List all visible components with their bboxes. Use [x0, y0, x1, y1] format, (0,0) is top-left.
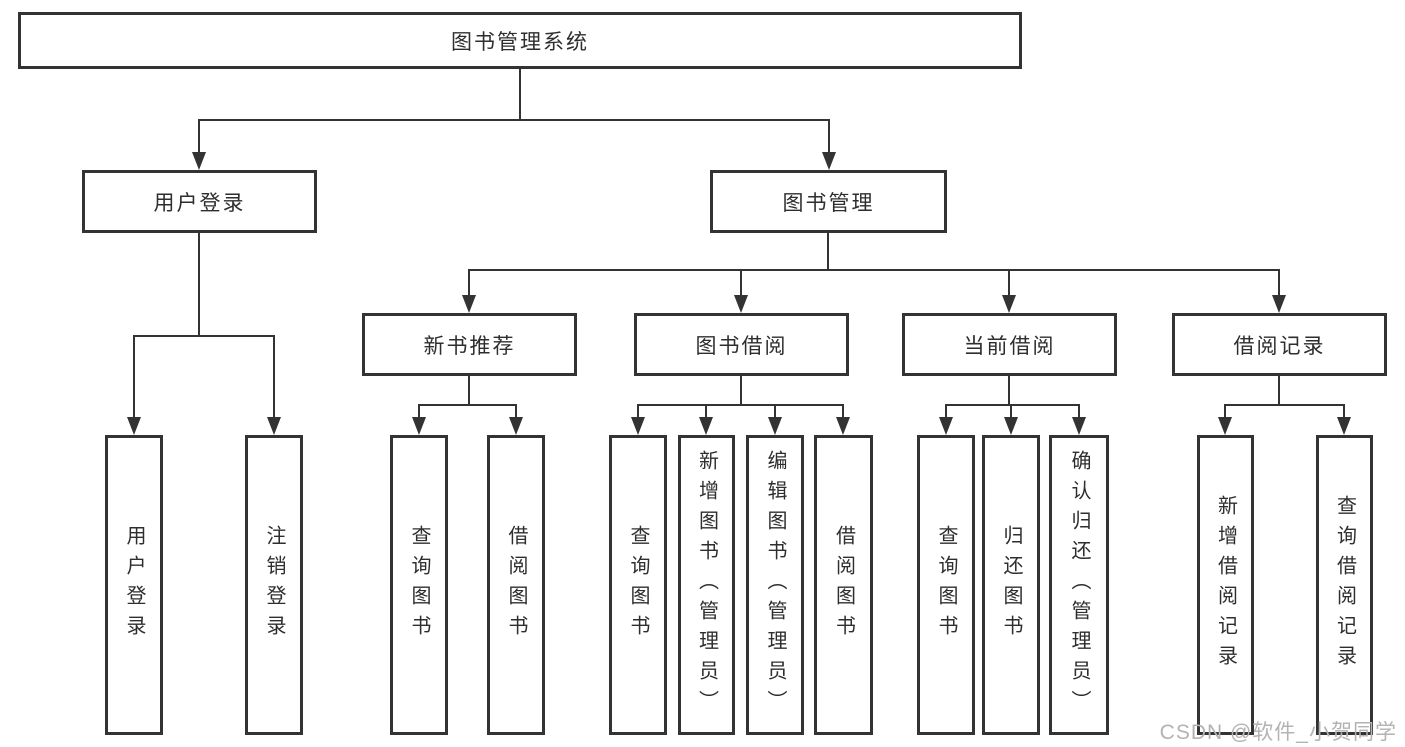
connector-hline	[198, 119, 830, 121]
connector-vline	[1224, 404, 1226, 417]
connector-vline	[740, 269, 742, 296]
connector-vline	[1278, 376, 1280, 406]
leaf-add-borrow-record: 新增借阅记录	[1197, 435, 1254, 735]
leaf-label: 用户登录	[123, 525, 145, 645]
connector-hline	[468, 269, 1280, 271]
connector-vline	[774, 404, 776, 417]
connector-vline	[468, 269, 470, 296]
arrow-down-icon	[462, 295, 476, 313]
node-root: 图书管理系统	[18, 12, 1022, 69]
connector-vline	[1078, 404, 1080, 417]
connector-vline	[468, 376, 470, 406]
leaf-label: 查询借阅记录	[1333, 495, 1356, 675]
connector-vline	[637, 404, 639, 417]
connector-vline	[519, 69, 521, 121]
node-book-management: 图书管理	[710, 170, 947, 233]
node-user-login: 用户登录	[82, 170, 317, 233]
csdn-watermark: CSDN @软件_小贺同学	[1159, 721, 1397, 744]
leaf-label: 归还图书	[1000, 525, 1022, 645]
connector-vline	[945, 404, 947, 417]
arrow-down-icon	[939, 417, 953, 435]
node-current-borrow: 当前借阅	[902, 313, 1117, 376]
leaf-return-book: 归还图书	[982, 435, 1040, 735]
connector-vline	[1008, 269, 1010, 296]
leaf-add-book-admin: 新增图书（管理员）	[678, 435, 735, 735]
node-new-book-recommend: 新书推荐	[362, 313, 577, 376]
leaf-logout: 注销登录	[245, 435, 303, 735]
arrow-down-icon	[822, 152, 836, 170]
leaf-label: 新增借阅记录	[1214, 495, 1237, 675]
arrow-down-icon	[836, 417, 850, 435]
connector-vline	[828, 119, 830, 153]
arrow-down-icon	[1218, 417, 1232, 435]
connector-vline	[842, 404, 844, 417]
arrow-down-icon	[734, 295, 748, 313]
leaf-borrow-books: 借阅图书	[814, 435, 873, 735]
connector-vline	[1343, 404, 1345, 417]
connector-vline	[705, 404, 707, 417]
leaf-label: 确认归还（管理员）	[1068, 450, 1090, 720]
leaf-confirm-return-admin: 确认归还（管理员）	[1049, 435, 1109, 735]
connector-hline	[133, 335, 275, 337]
leaf-label: 注销登录	[263, 525, 285, 645]
connector-hline	[418, 404, 517, 406]
arrow-down-icon	[1004, 417, 1018, 435]
leaf-label: 编辑图书（管理员）	[764, 450, 786, 720]
connector-hline	[637, 404, 844, 406]
node-book-borrow: 图书借阅	[634, 313, 849, 376]
leaf-label: 借阅图书	[505, 525, 527, 645]
connector-vline	[418, 404, 420, 417]
arrow-down-icon	[1002, 295, 1016, 313]
leaf-label: 借阅图书	[832, 525, 855, 645]
leaf-query-books-borrow: 查询图书	[609, 435, 667, 735]
leaf-query-books-current: 查询图书	[917, 435, 975, 735]
leaf-query-books-recommend: 查询图书	[390, 435, 448, 735]
connector-vline	[1010, 404, 1012, 417]
arrow-down-icon	[631, 417, 645, 435]
arrow-down-icon	[509, 417, 523, 435]
connector-vline	[515, 404, 517, 417]
connector-vline	[133, 335, 135, 417]
connector-vline	[827, 233, 829, 271]
arrow-down-icon	[1337, 417, 1351, 435]
node-borrow-records: 借阅记录	[1172, 313, 1387, 376]
leaf-query-borrow-record: 查询借阅记录	[1316, 435, 1373, 735]
leaf-borrow-books-recommend: 借阅图书	[487, 435, 545, 735]
leaf-label: 查询图书	[627, 525, 649, 645]
connector-vline	[740, 376, 742, 406]
leaf-label: 查询图书	[408, 525, 430, 645]
connector-vline	[1278, 269, 1280, 296]
connector-hline	[945, 404, 1079, 406]
arrow-down-icon	[127, 417, 141, 435]
arrow-down-icon	[1272, 295, 1286, 313]
arrow-down-icon	[768, 417, 782, 435]
leaf-user-login: 用户登录	[105, 435, 163, 735]
arrow-down-icon	[699, 417, 713, 435]
arrow-down-icon	[192, 152, 206, 170]
connector-vline	[1008, 376, 1010, 406]
arrow-down-icon	[267, 417, 281, 435]
arrow-down-icon	[1072, 417, 1086, 435]
leaf-label: 新增图书（管理员）	[695, 450, 718, 720]
connector-hline	[1224, 404, 1345, 406]
leaf-edit-book-admin: 编辑图书（管理员）	[746, 435, 804, 735]
arrow-down-icon	[412, 417, 426, 435]
connector-vline	[198, 119, 200, 153]
connector-vline	[198, 233, 200, 337]
leaf-label: 查询图书	[935, 525, 957, 645]
connector-vline	[273, 335, 275, 417]
